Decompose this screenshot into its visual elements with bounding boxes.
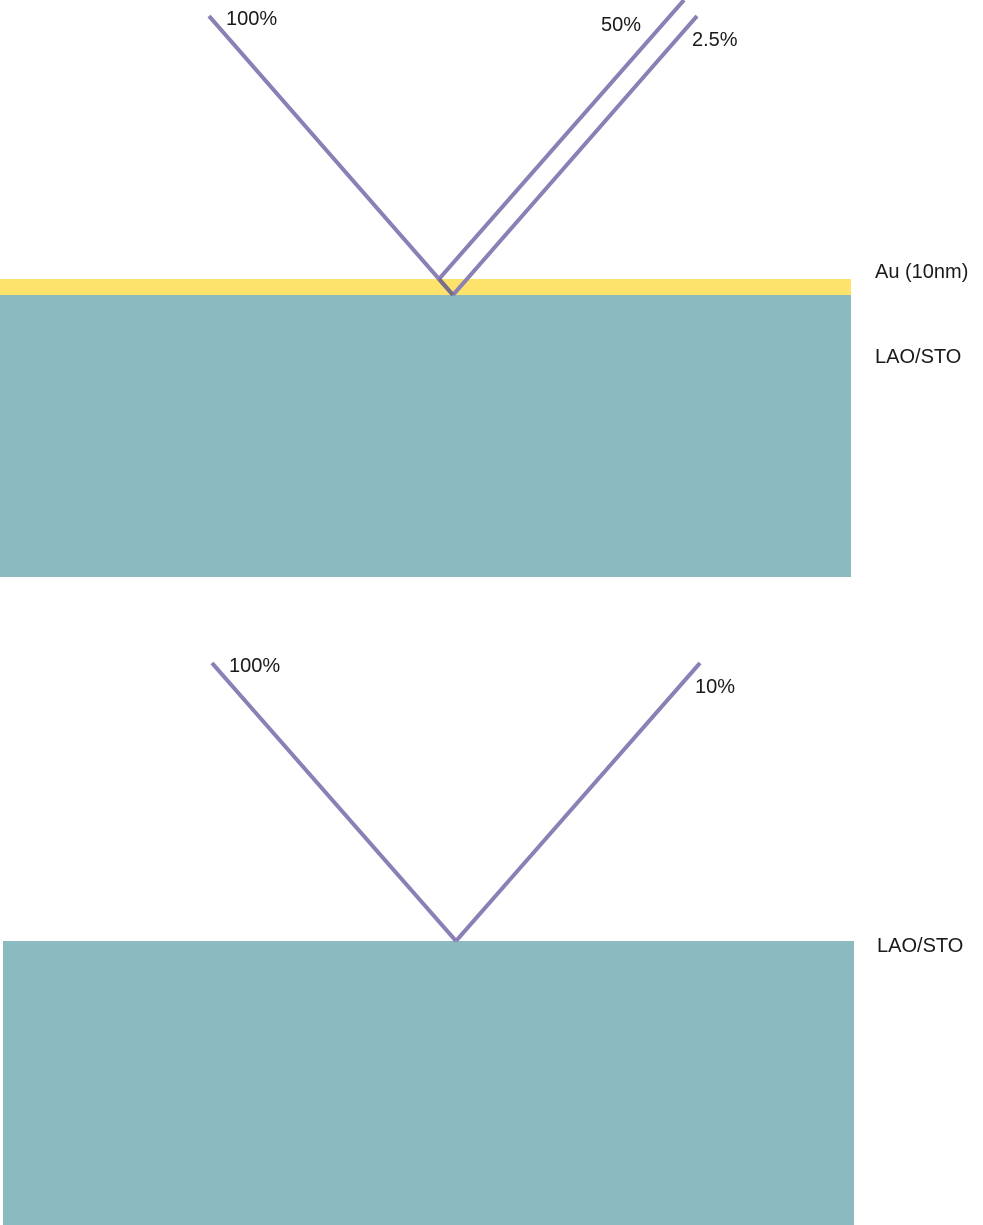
top-incident-beam	[207, 14, 455, 297]
bottom-reflected-label: 10%	[695, 676, 736, 698]
bottom-panel	[3, 661, 854, 1225]
top-reflected-beam-surface	[437, 0, 686, 281]
top-substrate-label: LAO/STO	[875, 346, 962, 368]
top-substrate	[0, 295, 851, 577]
top-reflected-label-surface: 50%	[601, 14, 642, 36]
bottom-incident-beam	[210, 661, 458, 943]
bottom-incident-label: 100%	[229, 655, 281, 677]
top-reflected-label-interface: 2.5%	[692, 29, 738, 51]
top-incident-label: 100%	[226, 8, 278, 30]
gold-layer-label: Au (10nm)	[875, 261, 969, 283]
top-reflected-beam-interface	[451, 14, 699, 297]
bottom-reflected-beam	[454, 661, 702, 943]
bottom-substrate	[3, 941, 854, 1225]
bottom-substrate-label: LAO/STO	[877, 935, 964, 957]
top-beam-in-gold-left	[437, 277, 455, 297]
gold-layer	[0, 279, 851, 295]
top-panel	[0, 0, 851, 577]
